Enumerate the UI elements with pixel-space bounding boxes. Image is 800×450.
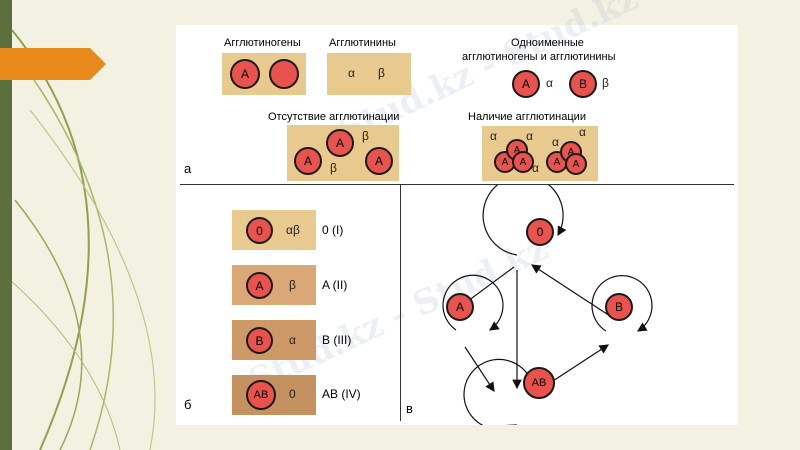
blood-group-label: AB (IV)	[322, 387, 361, 401]
beta-symbol: β	[362, 129, 369, 143]
same-name-label-line2: агглютиногены и агглютинины	[462, 51, 616, 63]
group-row-b	[232, 320, 316, 360]
alpha-symbol: α	[546, 76, 553, 90]
cell-a: A	[512, 70, 540, 98]
cell-a: A	[512, 151, 534, 173]
blood-group-label: 0 (I)	[322, 223, 344, 237]
cell-empty	[269, 59, 299, 89]
node-b: B	[605, 293, 633, 321]
agglutinin-symbols: α	[289, 333, 296, 347]
cell-a: A	[246, 272, 273, 299]
self-loop-0	[482, 185, 567, 256]
agglutinin-symbols: αβ	[286, 223, 300, 237]
compatibility-graph	[442, 185, 705, 425]
diagram-panel: Stud.kz - Stud.kz Stud.kz - Stud.kz Аггл…	[176, 0, 738, 425]
beta-symbol: β	[602, 76, 609, 90]
same-name-label-line1: Одноименные	[511, 37, 584, 49]
alpha-symbol: α	[490, 129, 497, 143]
alpha-symbol: α	[526, 129, 533, 143]
cell-a: A	[326, 129, 354, 157]
edge-b-to-0	[530, 264, 611, 317]
cell-a: A	[294, 147, 322, 175]
self-loop-a	[442, 274, 504, 331]
node-0: 0	[526, 218, 554, 246]
self-loop-ab	[463, 358, 535, 425]
edge-a-to-ab	[464, 346, 495, 393]
cell-b: B	[569, 70, 597, 98]
orange-arrow-tab	[0, 48, 106, 80]
agglutinogens-label: Агглютиногены	[224, 37, 301, 49]
panel-c-letter: в	[406, 401, 413, 416]
cell-a: A	[230, 59, 260, 89]
group-row-0	[232, 210, 316, 250]
left-decorative-bar	[0, 0, 12, 450]
node-ab: AB	[523, 367, 555, 399]
node-a: A	[446, 293, 474, 321]
alpha-symbol: α	[348, 66, 355, 80]
cell-ab: AB	[246, 380, 276, 410]
blood-group-label: A (II)	[322, 278, 348, 292]
agglutinins-label: Агглютинины	[329, 37, 396, 49]
beta-symbol: β	[378, 66, 385, 80]
cell-b: B	[246, 327, 273, 354]
vertical-divider	[400, 185, 401, 421]
agglutinin-symbols: 0	[289, 387, 296, 401]
panel-a-letter: a	[184, 161, 192, 176]
agglutinin-symbols: β	[289, 278, 296, 292]
cell-a: A	[365, 147, 393, 175]
cell-0: 0	[246, 217, 273, 244]
alpha-symbol: α	[532, 161, 539, 175]
cell-a: A	[565, 153, 587, 175]
alpha-symbol: α	[552, 135, 559, 149]
self-loop-b	[591, 275, 653, 332]
agglutinins-box	[327, 53, 411, 95]
beta-symbol: β	[330, 161, 337, 175]
absence-label: Отсутствие агглютинации	[268, 111, 400, 123]
blood-group-label: B (III)	[322, 333, 352, 347]
presence-label: Наличие агглютинации	[468, 111, 586, 123]
horizontal-divider	[180, 184, 734, 185]
alpha-symbol: α	[579, 125, 586, 139]
edge-0-to-a-line	[640, 260, 705, 315]
group-row-a	[232, 265, 316, 305]
panel-b-letter: б	[184, 397, 192, 412]
edge-0-a	[638, 265, 703, 311]
